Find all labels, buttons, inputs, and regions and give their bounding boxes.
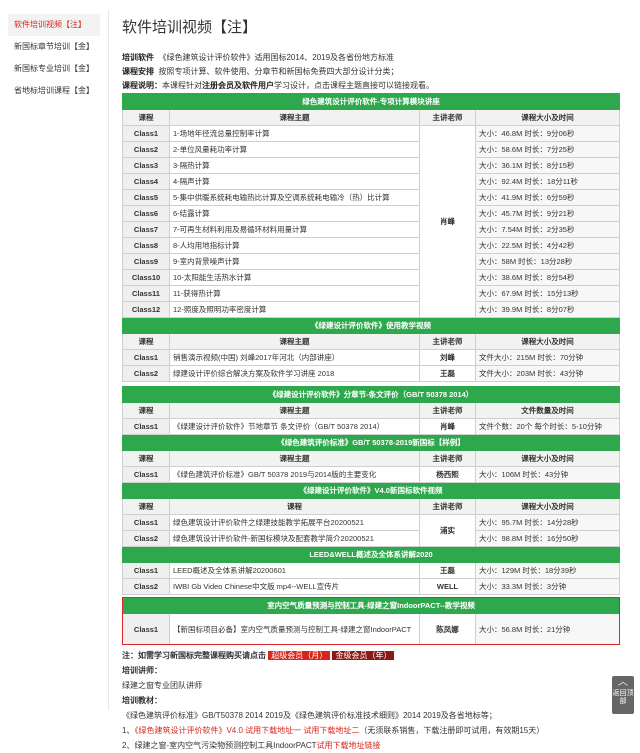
line2-num: 2、 [122,741,135,750]
main-content: 软件培训视频【注】 培训软件 《绿色建筑设计评价软件》适用国标2014、2019… [122,0,620,753]
lecturer-label: 培训讲师： [122,666,162,675]
software-label: 培训软件 [122,53,154,62]
trial-download-link-2[interactable]: 试用下载地址链接 [316,741,381,750]
highlighted-section: 室内空气质量预测与控制工具-绿建之窗IndoorPACT--教学视频 Class… [122,597,620,645]
section-header: 绿色建筑设计评价软件-专项计算模块讲座 [122,93,620,110]
course-link[interactable]: 绿色建筑设计评价软件之绿建技能教学拓展平台20200521 [169,514,420,531]
course-link[interactable]: 7-可再生材料利用及易循环材料用量计算 [169,221,420,238]
gold-member-year-button[interactable]: 金级会员（年） [332,651,395,660]
course-link[interactable]: 绿色建筑设计评价软件-新国标模块及配套教学简介20200521 [169,530,420,547]
trial-download-link-1[interactable]: 《绿色建筑设计评价软件》V4.0 试用下载地址一 试用下载地址二 [134,726,360,735]
section-header: 《绿建设计评价软件》V4.0新国标软件视频 [122,482,620,499]
footer: 注：如需学习新国标完整课程购买请点击 超级会员（月） 金级会员（年） 培训讲师：… [122,648,620,753]
note-prefix: 本课程针对 [162,81,202,90]
teacher-cell: 杨西熙 [419,466,476,483]
course-link[interactable]: 9-室内背景噪声计算 [169,253,420,270]
super-member-month-button[interactable]: 超级会员（月） [268,651,331,660]
sidebar: 软件培训视频【注】 新国标章节培训【金】 新国标专业培训【金】 省地标培训课程【… [8,14,100,102]
lecturer-text: 绿建之窗专业团队讲师 [122,681,202,690]
teacher-cell: 陈凤娜 [419,613,476,645]
course-link[interactable]: 4-隔声计算 [169,173,420,190]
material-label: 培训教材： [122,696,162,705]
course-link[interactable]: 《绿建设计评价软件》节地章节 条文评价（GB/T 50378 2014） [169,418,420,435]
section-header: LEED&WELL概述及全体系讲解2020 [122,546,620,563]
course-link[interactable]: LEED概述及全体系讲解20200601 [169,562,420,579]
table-header-row: 课程 课程 主讲老师 课程大小及时间 [122,498,620,515]
table-row: Class1《绿建设计评价软件》节地章节 条文评价（GB/T 50378 201… [122,418,620,435]
teacher-cell: 肖峰 [419,418,476,435]
intro: 培训软件 《绿色建筑设计评价软件》适用国标2014、2019及各省份地方标准 课… [122,51,620,93]
note-label: 课程说明： [122,81,162,90]
sidebar-item-chapter-training[interactable]: 新国标章节培训【金】 [14,42,94,51]
footer-note: 注：如需学习新国标完整课程购买请点击 [122,651,266,660]
course-link[interactable]: 10-太阳能生活热水计算 [169,269,420,286]
course-link[interactable]: 6-结露计算 [169,205,420,222]
course-link[interactable]: 销售演示视频(中国) 刘峰2017年河北（内部讲座） [169,349,420,366]
table-header-row: 课程 课程主题 主讲老师 课程大小及时间 [122,109,620,126]
chevron-up-icon: ︿ [618,677,628,688]
material-text: 《绿色建筑评价标准》GB/T50378 2014 2019及《绿色建筑评价标准技… [122,711,497,720]
table-row: Class1《绿色建筑评价标准》GB/T 50378 2019与2014版的主要… [122,466,620,483]
course-table: 绿色建筑设计评价软件-专项计算模块讲座 课程 课程主题 主讲老师 课程大小及时间… [122,93,620,595]
course-link[interactable]: 12-照度及照明功率密度计算 [169,301,420,318]
teacher-cell: 王磊 [419,562,476,579]
sidebar-item-professional-training[interactable]: 新国标专业培训【金】 [14,64,94,73]
course-link[interactable]: 绿建设计评价综合解决方案及软件学习讲座 2018 [169,365,420,382]
course-link[interactable]: IWBI Gb Video Chinese中文版 mp4--WELL宣传片 [169,578,420,595]
course-link[interactable]: 《绿色建筑评价标准》GB/T 50378 2019与2014版的主要变化 [169,466,420,483]
teacher-cell: 王磊 [419,365,476,382]
sidebar-item-software-video[interactable]: 软件培训视频【注】 [8,14,100,36]
software-text: 《绿色建筑设计评价软件》适用国标2014、2019及各省份地方标准 [158,53,395,62]
course-link[interactable]: 1-场地年径流总量控制率计算 [169,125,420,142]
back-to-top-button[interactable]: ︿ 返回顶部 [612,676,634,714]
arrangement-text: 按照专项计算、软件使用、分章节和新国标免费四大部分设计分类； [158,67,399,76]
teacher-cell: 浦实 [419,514,476,547]
note-highlight: 注册会员及软件用户 [202,81,274,90]
back-to-top-label: 返回顶部 [612,690,634,705]
course-link[interactable]: 【新国标项目必备】室内空气质量预测与控制工具-绿建之窗IndoorPACT [169,613,420,645]
section-header: 《绿建设计评价软件》分章节-条文评价（GB/T 50378 2014） [122,386,620,403]
note-suffix: 学习设计，点击课程主题直接可以链接观看。 [274,81,434,90]
table-header-row: 课程 课程主题 主讲老师 文件数量及时间 [122,402,620,419]
course-link[interactable]: 3-隔热计算 [169,157,420,174]
section-header: 《绿色建筑评价标准》GB/T 50378-2019新国标【样例】 [122,434,620,451]
line2-text: 绿建之窗-室内空气污染物预测控制工具IndoorPACT [134,741,317,750]
line1-num: 1、 [122,726,135,735]
sidebar-divider [108,10,109,710]
arrangement-label: 课程安排 [122,67,154,76]
course-link[interactable]: 5-集中供暖系统耗电输热比计算及空调系统耗电输冷（热）比计算 [169,189,420,206]
table-header-row: 课程 课程主题 主讲老师 课程大小及时间 [122,333,620,350]
page-title: 软件培训视频【注】 [122,19,258,36]
teacher-cell: WELL [419,578,476,595]
table-row: Class1【新国标项目必备】室内空气质量预测与控制工具-绿建之窗IndoorP… [122,613,620,645]
section-header: 室内空气质量预测与控制工具-绿建之窗IndoorPACT--教学视频 [122,597,620,614]
teacher-cell: 肖峰 [419,125,476,318]
table-header-row: 课程 课程主题 主讲老师 课程大小及时间 [122,450,620,467]
course-link[interactable]: 8-人均用地指标计算 [169,237,420,254]
line1-rest: （无须联系销售，下载注册即可试用，有效期15天） [359,726,545,735]
course-link[interactable]: 2-单位风量耗功率计算 [169,141,420,158]
teacher-cell: 刘峰 [419,349,476,366]
course-link[interactable]: 11-获得热计算 [169,285,420,302]
section-header: 《绿建设计评价软件》使用教学视频 [122,317,620,334]
sidebar-item-provincial-courses[interactable]: 省地标培训课程【金】 [14,86,94,95]
